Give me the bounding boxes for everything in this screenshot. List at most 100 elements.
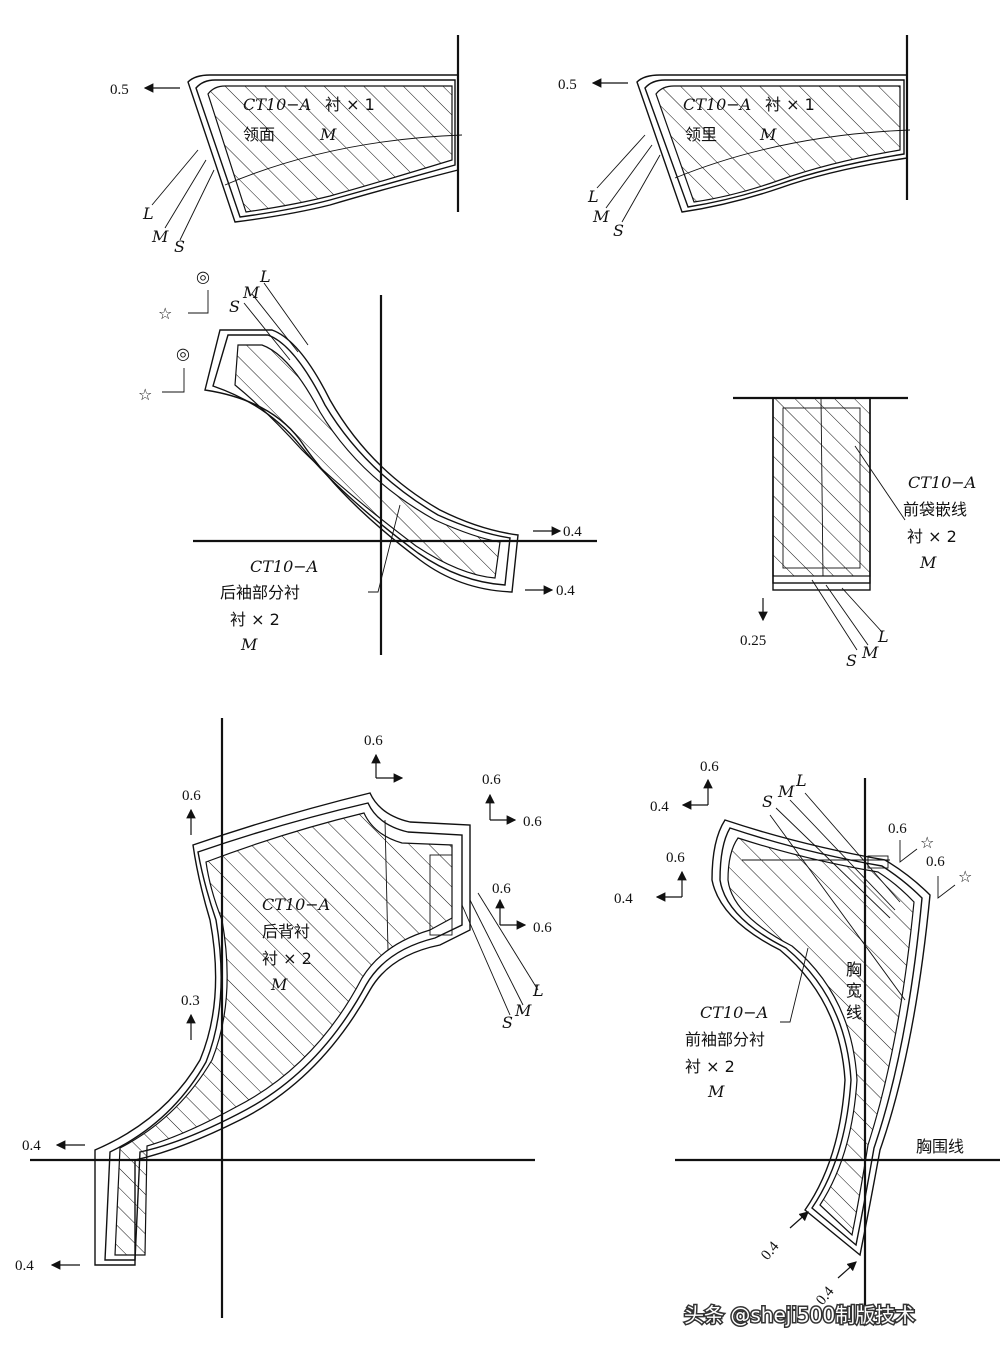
- collar-face-piece: 0.5 CT10−A 衬 × 1 领面 M L M S: [110, 35, 463, 256]
- front-sleeve-leader-m: [789, 799, 896, 911]
- back-sleeve-offset-corner-1: [188, 290, 209, 314]
- front-sleeve-chest-char-1: 胸: [846, 960, 862, 979]
- back-sleeve-offset-corner-2: [162, 368, 185, 393]
- front-sleeve-qty: 衬 × 2: [685, 1057, 735, 1076]
- back-piece: S M L 0.6 0.6 0.6 0.6 0.6 0.6 0.3 0.4 0.…: [15, 718, 552, 1318]
- collar-face-label-m: M: [151, 227, 169, 246]
- back-leader-l: [477, 892, 539, 991]
- pocket-name: 前袋嵌线: [903, 500, 967, 519]
- collar-under-interlining: [655, 85, 901, 203]
- front-sleeve-chest-char-3: 线: [846, 1003, 862, 1022]
- front-sleeve-leader-s: [775, 807, 891, 919]
- back-sleeve-interlining: [234, 344, 501, 579]
- front-sleeve-symbol-star-1: ☆: [920, 833, 934, 852]
- collar-face-outline-m: [195, 79, 456, 218]
- pocket-center-line: [820, 397, 824, 577]
- back-sleeve-label-m: M: [242, 283, 260, 302]
- collar-under-leader-l: [596, 134, 646, 189]
- collar-under-code: CT10−A: [683, 95, 751, 114]
- back-offset-2: 0.6: [364, 733, 383, 749]
- back-sleeve-label-leader: [368, 504, 401, 593]
- collar-under-outline-l: [636, 74, 908, 213]
- front-sleeve-offset-hem-1: 0.4: [758, 1238, 783, 1263]
- back-leader-m: [469, 899, 524, 1006]
- front-sleeve-offset-1: 0.6: [700, 759, 719, 775]
- pocket-qty: 衬 × 2: [907, 527, 957, 546]
- back-label-l: L: [532, 981, 544, 1000]
- back-sleeve-offset-top: 0.4: [563, 524, 582, 540]
- front-sleeve-piece: S M L 0.6 0.4 0.6 0.4 0.6 ☆ 0.6 ☆ 0.4 0.…: [614, 759, 1000, 1320]
- collar-face-roll-line: [224, 134, 463, 186]
- front-sleeve-chest-line: [769, 814, 906, 1001]
- collar-under-qty: 衬 × 1: [765, 95, 815, 114]
- back-sleeve-symbol-double-circle-1: ◎: [196, 267, 210, 286]
- back-outline-m: [104, 802, 463, 1261]
- collar-under-piece: 0.5 CT10−A 衬 × 1 领里 M L M S: [558, 35, 911, 240]
- collar-under-roll-line: [674, 129, 911, 179]
- back-leader-s: [461, 904, 511, 1016]
- back-sleeve-label-s: S: [229, 297, 240, 316]
- collar-face-offset-label: 0.5: [110, 82, 129, 98]
- collar-face-code: CT10−A: [243, 95, 311, 114]
- front-sleeve-size: M: [707, 1082, 725, 1101]
- back-offset-hem-bottom: 0.4: [15, 1258, 34, 1274]
- back-offset-side: 0.3: [181, 993, 200, 1009]
- collar-face-leader-s: [179, 169, 215, 241]
- pocket-leader-m: [825, 584, 869, 646]
- front-sleeve-name: 前袖部分衬: [685, 1030, 765, 1049]
- back-sleeve-piece: S M L ◎ ☆ ◎ ☆ 0.4 0.4 CT10−A 后袖部分衬 衬 × 2…: [138, 267, 597, 655]
- back-shoulder-box: [429, 854, 453, 936]
- back-sleeve-label-l: L: [259, 267, 271, 286]
- front-sleeve-label-m: M: [777, 782, 795, 801]
- back-offset-1: 0.6: [182, 788, 201, 804]
- collar-face-outline-l: [187, 74, 459, 223]
- collar-under-size: M: [759, 125, 777, 144]
- collar-under-leader-m: [605, 144, 653, 209]
- pocket-label-m: M: [861, 643, 879, 662]
- back-interlining: [114, 812, 453, 1256]
- front-sleeve-outline-m: [719, 827, 923, 1247]
- back-size: M: [270, 975, 288, 994]
- front-sleeve-notch: [867, 855, 889, 869]
- back-offset-6: 0.6: [533, 920, 552, 936]
- back-outline-l: [94, 792, 471, 1266]
- back-offset-3: 0.6: [482, 772, 501, 788]
- watermark-text: 头条 @sheji500制版技术: [684, 1303, 915, 1327]
- back-sleeve-leader-l: [263, 282, 309, 346]
- pocket-label-l: L: [877, 627, 889, 646]
- collar-face-leader-m: [164, 159, 207, 229]
- collar-under-label-m: M: [592, 207, 610, 226]
- back-offset-4: 0.6: [523, 814, 542, 830]
- pocket-code: CT10−A: [908, 473, 976, 492]
- collar-under-offset-label: 0.5: [558, 77, 577, 93]
- front-sleeve-outline-l: [711, 819, 931, 1257]
- collar-under-label-l: L: [587, 187, 599, 206]
- pocket-name-leader: [854, 445, 906, 521]
- front-sleeve-offset-arrow-hem-1: [789, 1211, 809, 1229]
- front-sleeve-offset-6: 0.6: [926, 854, 945, 870]
- collar-face-label-s: S: [174, 237, 185, 256]
- back-label-m: M: [514, 1001, 532, 1020]
- back-sleeve-symbol-star-1: ☆: [158, 304, 172, 323]
- front-sleeve-offset-2: 0.4: [650, 799, 669, 815]
- front-sleeve-code: CT10−A: [700, 1003, 768, 1022]
- back-sleeve-code: CT10−A: [250, 557, 318, 576]
- back-name: 后背衬: [262, 922, 310, 941]
- back-sleeve-leader-m: [251, 293, 299, 353]
- front-sleeve-offset-corner-2: [937, 876, 956, 899]
- collar-under-name: 领里: [685, 125, 717, 144]
- front-sleeve-label-l: L: [795, 771, 807, 790]
- back-label-s: S: [502, 1013, 513, 1032]
- front-sleeve-chest-char-2: 宽: [846, 981, 862, 1000]
- back-sleeve-name: 后袖部分衬: [220, 583, 300, 602]
- front-sleeve-label-s: S: [762, 792, 773, 811]
- front-sleeve-interlining: [727, 837, 915, 1237]
- collar-under-label-s: S: [613, 221, 624, 240]
- pocket-offset-label: 0.25: [740, 633, 766, 649]
- back-code: CT10−A: [262, 895, 330, 914]
- front-sleeve-offset-3: 0.6: [666, 850, 685, 866]
- front-sleeve-offset-4: 0.4: [614, 891, 633, 907]
- front-sleeve-offset-corner-1: [899, 840, 918, 863]
- collar-under-outline-m: [644, 79, 905, 208]
